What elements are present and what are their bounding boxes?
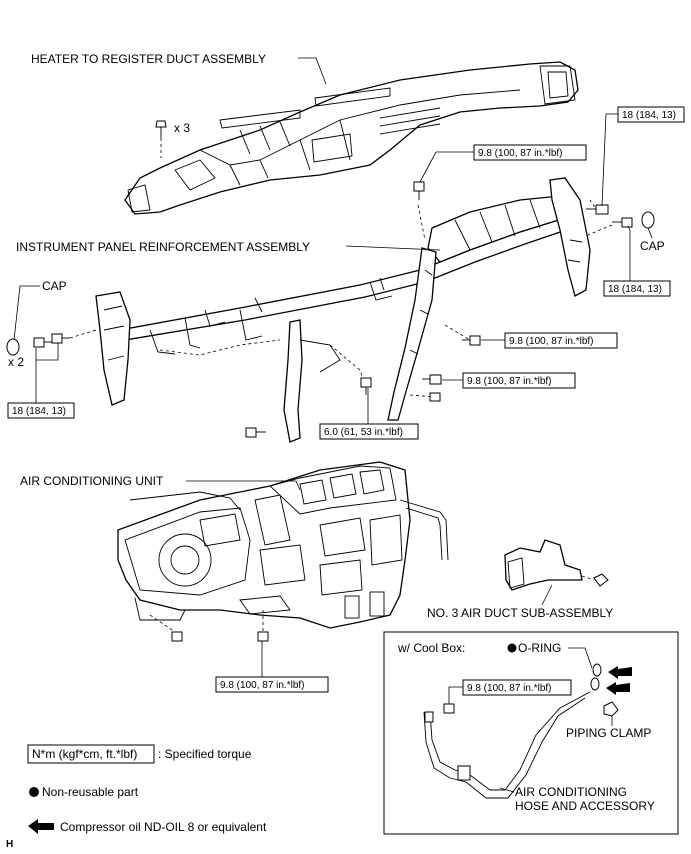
torque-box-9.8-mid1: 9.8 (100, 87 in.*lbf) <box>481 332 618 349</box>
torque-box-9.8-mid2: 9.8 (100, 87 in.*lbf) <box>442 372 576 389</box>
bolt <box>586 204 609 215</box>
torque-unit-text: N*m (kgf*cm, ft.*lbf) <box>32 747 137 761</box>
bolt <box>443 703 455 714</box>
bolt <box>257 631 269 642</box>
torque-box-6.0: 6.0 (61, 53 in.*lbf) <box>319 388 419 440</box>
torque-box-18-top: 18 (184, 13) <box>601 106 685 207</box>
svg-text:Non-reusable part: Non-reusable part <box>42 785 139 799</box>
ac-hose-label-line2: HOSE AND ACCESSORY <box>515 799 655 813</box>
legend-nonreusable: Non-reusable part <box>29 785 139 799</box>
svg-text:9.8 (100, 87 in.*lbf): 9.8 (100, 87 in.*lbf) <box>220 680 305 691</box>
torque-box-9.8-top: 9.8 (100, 87 in.*lbf) <box>419 144 587 183</box>
no3-air-duct <box>504 539 583 591</box>
cap <box>6 338 20 356</box>
duct-screw <box>155 120 167 158</box>
cool-box-inset <box>383 631 679 835</box>
bolt <box>462 335 481 346</box>
screw-qty-x3: x 3 <box>174 121 190 135</box>
piping-clamp-label: PIPING CLAMP <box>566 726 651 740</box>
bolt <box>171 631 183 642</box>
cap-qty-x2: x 2 <box>8 355 24 369</box>
o-ring-label: O-RING <box>518 641 561 655</box>
compressor-oil-arrow-icon <box>28 819 54 834</box>
torque-box-9.8-coolbox: 9.8 (100, 87 in.*lbf) <box>448 679 572 704</box>
cap-left-label: CAP <box>42 279 67 293</box>
bolt <box>33 337 52 348</box>
svg-text:9.8 (100, 87 in.*lbf): 9.8 (100, 87 in.*lbf) <box>478 148 563 159</box>
bolt <box>245 427 266 438</box>
svg-text:18 (184, 13): 18 (184, 13) <box>12 406 66 417</box>
clip <box>593 573 609 587</box>
svg-text:9.8 (100, 87 in.*lbf): 9.8 (100, 87 in.*lbf) <box>509 336 594 347</box>
ip-reinforcement <box>95 177 591 443</box>
cap-right-label: CAP <box>640 239 665 253</box>
svg-text:9.8 (100, 87 in.*lbf): 9.8 (100, 87 in.*lbf) <box>467 683 552 694</box>
torque-box-18-right: 18 (184, 13) <box>603 225 671 297</box>
torque-box-18-left: 18 (184, 13) <box>7 343 75 419</box>
compressor-oil-arrow <box>606 666 632 695</box>
ac-hose-label-line1: AIR CONDITIONING <box>515 785 627 799</box>
heater-duct-label: HEATER TO REGISTER DUCT ASSEMBLY <box>31 52 266 66</box>
air-conditioning-unit <box>117 461 449 629</box>
bolt <box>413 181 425 200</box>
torque-desc-text: : Specified torque <box>158 747 252 761</box>
ac-hose <box>423 691 591 799</box>
bolt <box>360 377 372 395</box>
bolt <box>429 392 441 402</box>
svg-text:18 (184, 13): 18 (184, 13) <box>608 284 662 295</box>
bolt <box>612 217 633 228</box>
torque-box-9.8-ac: 9.8 (100, 87 in.*lbf) <box>215 641 329 693</box>
o-ring <box>590 663 602 691</box>
ac-unit-label: AIR CONDITIONING UNIT <box>20 474 164 488</box>
piping-clamp <box>603 701 619 717</box>
bolt <box>422 374 442 385</box>
bolt <box>51 333 70 344</box>
heater-register-duct <box>124 61 579 215</box>
no3-duct-label: NO. 3 AIR DUCT SUB-ASSEMBLY <box>427 606 613 620</box>
svg-text:6.0 (61, 53 in.*lbf): 6.0 (61, 53 in.*lbf) <box>324 427 403 438</box>
svg-text:18 (184, 13): 18 (184, 13) <box>622 110 676 121</box>
legend-torque: N*m (kgf*cm, ft.*lbf) : Specified torque <box>27 744 252 764</box>
svg-text:9.8 (100, 87 in.*lbf): 9.8 (100, 87 in.*lbf) <box>467 376 552 387</box>
ip-reinforcement-label: INSTRUMENT PANEL REINFORCEMENT ASSEMBLY <box>16 240 310 254</box>
cool-box-title: w/ Cool Box: <box>397 641 465 655</box>
legend-compressor-oil: Compressor oil ND-OIL 8 or equivalent <box>28 819 267 834</box>
cap <box>641 211 655 229</box>
svg-text:Compressor oil ND-OIL 8 or equ: Compressor oil ND-OIL 8 or equivalent <box>60 820 267 834</box>
figure-code: H <box>6 839 13 850</box>
non-reusable-dot <box>507 643 517 653</box>
